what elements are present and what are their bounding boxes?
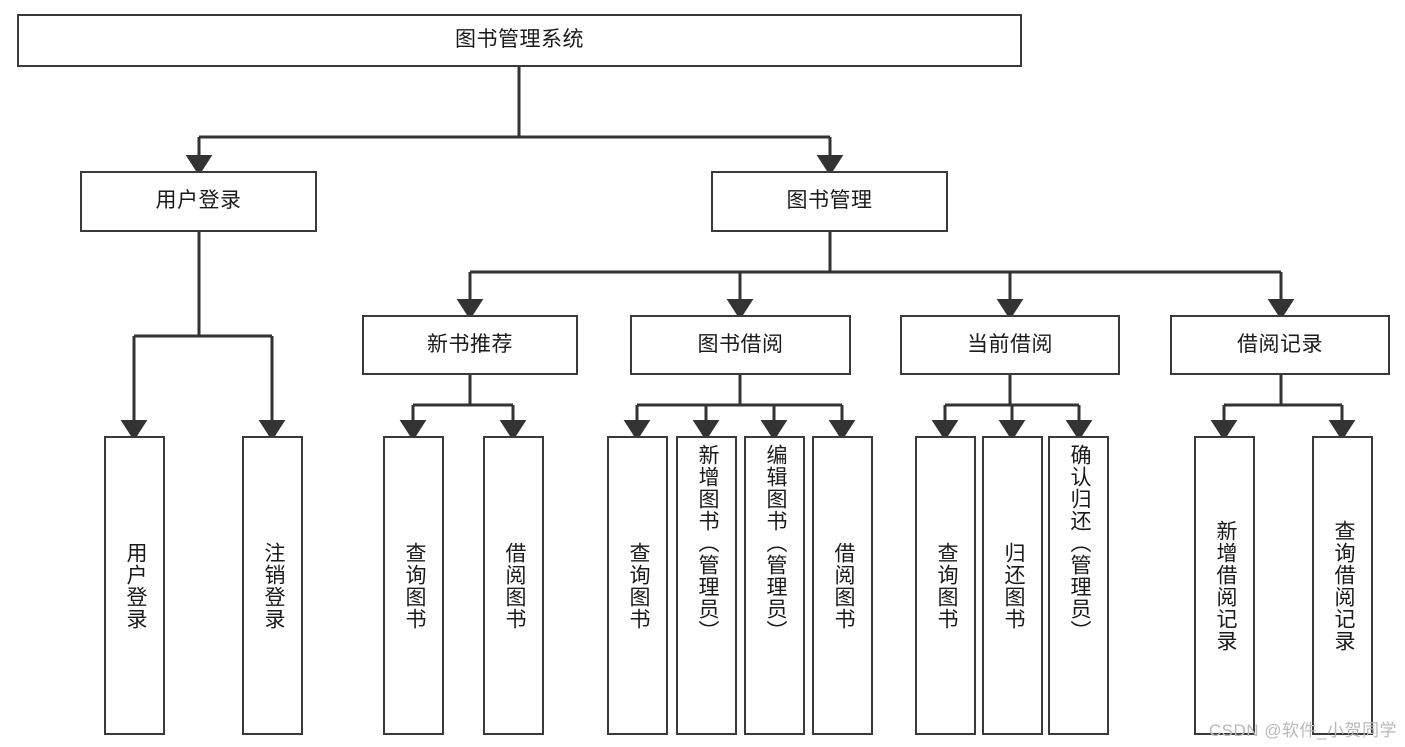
node-borrow-record-label: 借阅记录	[1237, 332, 1323, 356]
leaf-edit-book-admin[interactable]: 编辑图书（管理员）	[744, 436, 805, 735]
node-book-borrow-label: 图书借阅	[697, 332, 784, 356]
leaf-add-borrow-record-label: 新增借阅记录	[1213, 519, 1237, 652]
node-user-login-label: 用户登录	[155, 189, 242, 213]
leaf-return-book[interactable]: 归还图书	[982, 436, 1043, 735]
leaf-query-book-2[interactable]: 查询图书	[607, 436, 668, 735]
node-user-login[interactable]: 用户登录	[80, 171, 317, 232]
leaf-query-book-1[interactable]: 查询图书	[383, 436, 444, 735]
leaf-confirm-return-admin[interactable]: 确认归还（管理员）	[1048, 436, 1109, 735]
leaf-borrow-book-1[interactable]: 借阅图书	[483, 436, 544, 735]
node-new-book-recommend[interactable]: 新书推荐	[362, 315, 578, 375]
leaf-user-login[interactable]: 用户登录	[104, 436, 165, 735]
node-book-management-label: 图书管理	[786, 189, 873, 213]
leaf-query-book-3-label: 查询图书	[934, 541, 958, 630]
leaf-confirm-return-admin-label: 确认归还（管理员）	[1067, 444, 1091, 642]
node-current-borrow-label: 当前借阅	[967, 332, 1053, 356]
leaf-borrow-book-2-label: 借阅图书	[831, 541, 855, 630]
leaf-add-book-admin[interactable]: 新增图书（管理员）	[676, 436, 737, 735]
leaf-borrow-book-1-label: 借阅图书	[502, 541, 526, 630]
node-book-borrow[interactable]: 图书借阅	[630, 315, 851, 375]
node-book-management[interactable]: 图书管理	[711, 171, 948, 232]
leaf-query-book-3[interactable]: 查询图书	[915, 436, 976, 735]
leaf-add-book-admin-label: 新增图书（管理员）	[695, 444, 719, 642]
csdn-watermark: CSDN @软件_小贺同学	[1208, 721, 1397, 740]
leaf-logout[interactable]: 注销登录	[242, 436, 303, 735]
leaf-query-book-1-label: 查询图书	[402, 541, 426, 630]
leaf-query-borrow-record[interactable]: 查询借阅记录	[1312, 436, 1373, 735]
leaf-edit-book-admin-label: 编辑图书（管理员）	[763, 444, 787, 642]
node-borrow-record[interactable]: 借阅记录	[1170, 315, 1390, 375]
leaf-return-book-label: 归还图书	[1001, 541, 1025, 630]
leaf-add-borrow-record[interactable]: 新增借阅记录	[1194, 436, 1255, 735]
node-current-borrow[interactable]: 当前借阅	[900, 315, 1120, 375]
node-new-book-recommend-label: 新书推荐	[427, 332, 513, 356]
leaf-borrow-book-2[interactable]: 借阅图书	[812, 436, 873, 735]
leaf-query-borrow-record-label: 查询借阅记录	[1331, 519, 1355, 652]
leaf-user-login-label: 用户登录	[123, 541, 147, 630]
node-root[interactable]: 图书管理系统	[17, 14, 1022, 67]
leaf-logout-label: 注销登录	[261, 541, 285, 630]
leaf-query-book-2-label: 查询图书	[626, 541, 650, 630]
node-root-label: 图书管理系统	[455, 28, 584, 52]
